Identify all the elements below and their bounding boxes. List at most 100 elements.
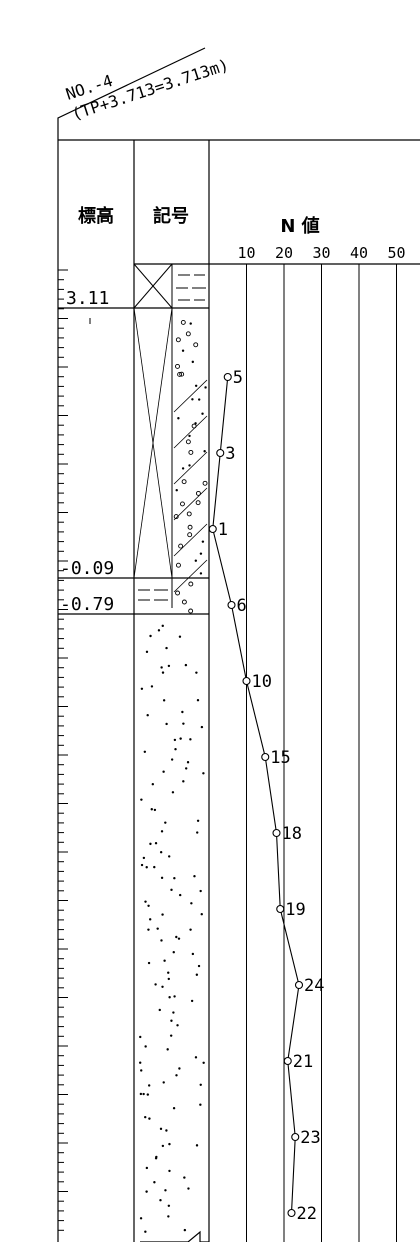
sand-dot [160,666,163,669]
sand-dot [194,422,197,425]
elevation-column-title: 標高 [78,205,114,227]
sand-dot [184,767,188,770]
sand-dot [149,842,152,846]
n-value-label: 6 [237,596,247,616]
layer-gravelly-sand [133,307,208,614]
sand-dot [173,738,177,742]
sand-dot [162,1081,165,1084]
gravel-circle [186,511,192,517]
soil-symbol-column [58,263,209,1242]
sand-dot [178,893,182,897]
sand-dot [153,1181,156,1184]
gravel-circle [187,532,193,538]
sand-dot [177,937,181,940]
elevation-label-minus-0.79: -0.79 [60,594,114,615]
layer-sand-dots [138,624,205,1233]
sand-dot [164,1189,167,1192]
sand-dot [191,398,194,401]
sand-dot [155,1155,158,1159]
sand-dot [189,322,192,325]
sand-dot [178,635,182,638]
gravel-circle [179,371,185,377]
gravel-circle [177,371,183,377]
sand-dot [164,821,167,824]
layer-clay-top [133,263,206,309]
sand-dot [181,710,184,714]
sand-dot [151,783,155,786]
sand-dot [159,1127,163,1131]
gravel-circle [188,581,194,587]
sand-dot [170,758,174,761]
n-axis-tick-label: 50 [387,244,405,262]
sand-dot [195,1144,199,1147]
sand-dot [144,900,147,903]
sand-dot [182,722,185,725]
sand-dot [147,928,150,931]
sand-dot [188,434,191,438]
sand-dot [162,770,165,773]
sand-dot [143,750,147,753]
n-value-point [272,828,281,838]
sand-dot [173,995,176,998]
sand-dot [150,685,154,688]
sand-dot [171,791,175,794]
n-value-label: 21 [293,1052,313,1072]
n-value-point [227,600,236,610]
sand-dot [166,1048,169,1051]
sand-dot [170,1019,173,1022]
sand-dot [183,1228,187,1232]
sand-dot [175,935,178,939]
sand-dot [194,559,198,562]
sand-dot [160,830,164,833]
sand-dot [140,687,144,691]
gravel-circle [180,501,185,507]
sand-dot [165,646,168,650]
gravel-circle [176,562,181,568]
sand-dot [172,1107,176,1110]
sand-dot [148,1117,151,1120]
n-value-label: 3 [225,444,235,464]
n-axis-tick-label: 10 [237,244,255,262]
depth-scale-ticks [58,269,68,1231]
sand-dot [150,808,153,811]
n-axis-tick-label: 30 [312,244,330,262]
n-value-point [287,1208,296,1218]
sand-dot [202,772,205,775]
sand-dot [191,952,195,956]
borehole-title: NO.-4 (TP+3.713=3.713m) [57,47,231,140]
n-value-label: 22 [297,1204,317,1224]
sand-dot [161,985,164,988]
sand-dot [145,1166,149,1170]
sand-dot [148,918,152,921]
sand-dot [176,1024,179,1027]
gravel-circle [202,480,208,486]
sand-dot [199,552,203,555]
symbol-column-title: 記号 [153,205,189,227]
sand-dot [161,913,164,916]
sand-dot [156,927,159,930]
sand-dot [195,973,199,976]
n-value-label: 5 [233,368,243,388]
sand-dot [144,1115,147,1119]
sand-dot [179,737,182,740]
sand-dot [145,1190,148,1193]
header-frame: 標高 記号 N 値 [57,139,420,1242]
sand-dot [165,722,168,726]
n-value-gridlines [246,264,397,1242]
sand-dot [161,624,164,628]
sand-dot [165,1129,168,1132]
hatch-line [173,523,208,557]
sand-dot [139,1035,142,1039]
n-value-point [276,904,285,914]
sand-dot [181,349,185,352]
sand-dot [197,964,201,968]
n-axis-tick-label: 40 [350,244,368,262]
sand-dot [167,1215,170,1218]
n-value-label: 23 [300,1128,320,1148]
sand-dot [190,902,193,905]
sand-dot [172,951,175,954]
sand-dot [190,999,194,1003]
